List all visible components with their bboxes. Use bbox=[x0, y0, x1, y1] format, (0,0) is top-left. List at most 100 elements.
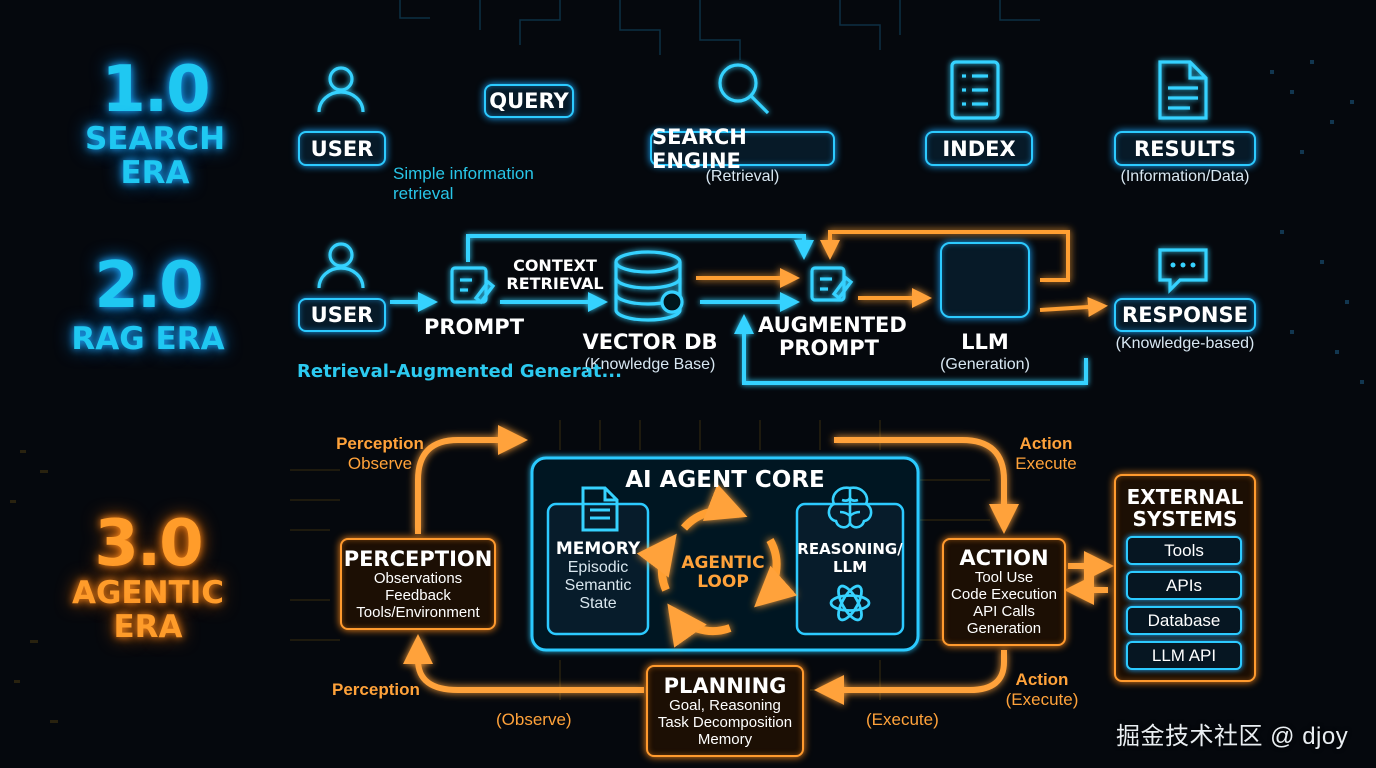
search-engine-sub: (Retrieval) bbox=[705, 168, 780, 185]
agentic-loop-circle-icon bbox=[636, 483, 798, 648]
rag-user-box: USER bbox=[298, 298, 386, 332]
rag-orange-arrows bbox=[696, 230, 1108, 317]
external-title-line2: SYSTEMS bbox=[1132, 507, 1238, 531]
planning-box: PLANNING Goal, Reasoning Task Decomposit… bbox=[646, 665, 804, 757]
search-engine-box: SEARCH ENGINE bbox=[650, 125, 835, 173]
top-right-action-label: Action Execute bbox=[1006, 434, 1086, 473]
planning-title: PLANNING bbox=[663, 673, 787, 698]
llm-sub: (Generation) bbox=[940, 356, 1030, 373]
augmented-prompt-label: AUGMENTED PROMPT bbox=[758, 313, 907, 360]
era-agentic-number: 3.0 bbox=[94, 507, 203, 581]
external-item-apis: APIs bbox=[1126, 571, 1242, 600]
action-title: ACTION bbox=[959, 546, 1049, 570]
rag-note: Retrieval-Augmented Generat... bbox=[297, 361, 622, 382]
agent-core-title: AI AGENT CORE bbox=[625, 467, 825, 493]
rag-cyan-arrows bbox=[390, 234, 1088, 385]
search-note-line2: retrieval bbox=[393, 183, 454, 203]
prompt-label: PROMPT bbox=[424, 315, 525, 339]
action-item: Generation bbox=[966, 620, 1042, 637]
search-icons bbox=[317, 60, 1208, 120]
bottom-right-sub: (Execute) bbox=[1005, 689, 1079, 709]
top-right-label: Action bbox=[1019, 434, 1073, 453]
action-item: Tool Use bbox=[974, 569, 1034, 586]
response-sub: (Knowledge-based) bbox=[1115, 335, 1255, 352]
era-search-name: SEARCH bbox=[84, 121, 226, 157]
top-right-sub: Execute bbox=[1015, 453, 1077, 473]
augmented-line2: PROMPT bbox=[778, 336, 880, 360]
bottom-mid-execute-label: (Execute) bbox=[866, 710, 939, 729]
chat-dots-icon bbox=[1170, 262, 1196, 268]
planning-item: Memory bbox=[697, 730, 753, 748]
search-user-box: USER bbox=[298, 131, 386, 166]
index-box: INDEX bbox=[925, 131, 1033, 166]
era-agentic-name: AGENTIC bbox=[72, 575, 224, 611]
external-item-llm-api: LLM API bbox=[1126, 641, 1242, 670]
search-note: Simple information retrieval bbox=[393, 164, 534, 203]
perception-item: Tools/Environment bbox=[356, 603, 480, 621]
agent-core-inner-frames bbox=[546, 502, 905, 636]
llm-label: LLM bbox=[961, 330, 1009, 354]
llm-icon-box bbox=[940, 242, 1030, 318]
loop-line1: AGENTIC bbox=[681, 553, 765, 573]
action-item: Code Execution bbox=[951, 586, 1057, 603]
memory-item: Episodic bbox=[567, 558, 629, 576]
query-box: QUERY bbox=[484, 84, 574, 118]
era-rag-number: 2.0 bbox=[94, 249, 203, 323]
top-left-perception-label: Perception Observe bbox=[330, 434, 430, 473]
bottom-right-label: Action bbox=[1015, 670, 1069, 689]
memory-doc-icon bbox=[581, 486, 619, 532]
era-search-label: 1.0 SEARCH ERA bbox=[70, 58, 240, 190]
bottom-left-perception-label: Perception bbox=[332, 680, 420, 699]
vector-db-label: VECTOR DB bbox=[582, 330, 718, 354]
brain-icon bbox=[827, 486, 873, 529]
reasoning-line1: REASONING/ bbox=[797, 540, 903, 558]
era-search-suffix: ERA bbox=[120, 155, 190, 191]
perception-box: PERCEPTION Observations Feedback Tools/E… bbox=[340, 538, 496, 630]
memory-block: MEMORY Episodic Semantic State bbox=[548, 540, 648, 613]
era-rag-name: RAG ERA bbox=[71, 321, 225, 357]
agentic-loop-label: AGENTIC LOOP bbox=[672, 554, 774, 592]
perception-title: PERCEPTION bbox=[343, 546, 493, 571]
era-agentic-label: 3.0 AGENTIC ERA bbox=[62, 512, 234, 644]
reasoning-llm-label: REASONING/ LLM bbox=[797, 540, 903, 576]
results-box: RESULTS bbox=[1114, 131, 1256, 166]
action-box: ACTION Tool Use Code Execution API Calls… bbox=[942, 538, 1066, 646]
external-title: EXTERNAL SYSTEMS bbox=[1127, 486, 1244, 530]
action-item: API Calls bbox=[973, 603, 1035, 620]
reasoning-llm-logo-icon bbox=[829, 584, 871, 622]
top-left-sub: Observe bbox=[347, 453, 413, 473]
external-item-database: Database bbox=[1126, 606, 1242, 635]
watermark: 掘金技术社区 @ djoy bbox=[1116, 723, 1349, 750]
era-search-number: 1.0 bbox=[101, 53, 210, 127]
planning-item: Task Decomposition bbox=[657, 713, 793, 731]
context-line1: CONTEXT bbox=[513, 256, 597, 275]
circuit-traces-top bbox=[399, 0, 1040, 60]
context-line2: RETRIEVAL bbox=[506, 273, 604, 293]
agentic-loop-arrows bbox=[403, 425, 1114, 705]
search-note-line1: Simple information bbox=[393, 164, 534, 183]
context-retrieval-label: CONTEXT RETRIEVAL bbox=[500, 257, 610, 292]
rag-icons bbox=[317, 242, 1208, 322]
era-rag-label: 2.0 RAG ERA bbox=[62, 254, 234, 356]
external-title-line1: EXTERNAL bbox=[1126, 485, 1244, 509]
memory-title: MEMORY bbox=[555, 539, 641, 559]
memory-item: Semantic bbox=[564, 576, 632, 594]
vector-db-sub: (Knowledge Base) bbox=[584, 356, 716, 373]
external-item-tools: Tools bbox=[1126, 536, 1242, 565]
perception-item: Observations bbox=[373, 569, 463, 587]
data-dots-right bbox=[1270, 60, 1364, 384]
top-left-label: Perception bbox=[336, 434, 424, 453]
bottom-left-observe-label: (Observe) bbox=[496, 710, 572, 729]
response-box: RESPONSE bbox=[1114, 298, 1256, 332]
results-sub: (Information/Data) bbox=[1120, 168, 1250, 185]
data-dots-left bbox=[10, 450, 58, 723]
era-agentic-suffix: ERA bbox=[113, 609, 183, 645]
perception-item: Feedback bbox=[385, 586, 451, 604]
planning-item: Goal, Reasoning bbox=[669, 696, 781, 714]
loop-line2: LOOP bbox=[697, 572, 749, 592]
memory-item: State bbox=[579, 594, 617, 612]
bottom-right-action-label: Action (Execute) bbox=[1002, 670, 1082, 709]
separators bbox=[40, 44, 1330, 752]
augmented-line1: AUGMENTED bbox=[758, 313, 907, 337]
